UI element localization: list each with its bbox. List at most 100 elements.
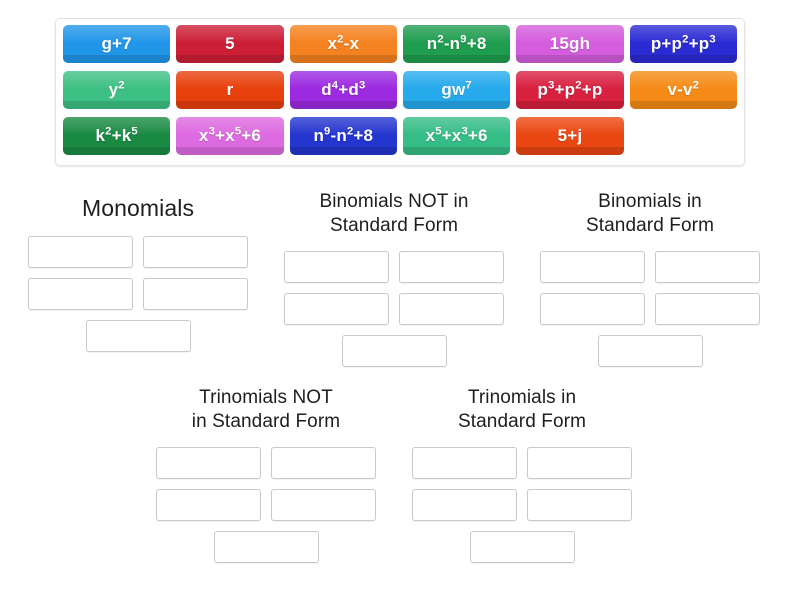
draggable-tile[interactable]: g+7 bbox=[63, 25, 171, 63]
drop-slot[interactable] bbox=[284, 292, 389, 325]
slot-row bbox=[534, 288, 766, 330]
tile-label: y2 bbox=[108, 79, 125, 99]
drop-slot[interactable] bbox=[143, 235, 248, 268]
slots-monomials bbox=[22, 231, 254, 357]
tile-label: gw7 bbox=[441, 79, 472, 99]
group-title-line: Binomials in bbox=[598, 191, 702, 212]
draggable-tile[interactable]: 15gh bbox=[516, 25, 624, 63]
tile-label: g+7 bbox=[101, 34, 132, 53]
tile-label: n9-n2+8 bbox=[313, 125, 374, 145]
slot-row bbox=[406, 442, 638, 484]
drop-slot[interactable] bbox=[399, 292, 504, 325]
tile-slot-empty bbox=[630, 117, 737, 155]
tile-label: p3+p2+p bbox=[537, 79, 603, 99]
slots-binomials-not-standard bbox=[278, 246, 510, 372]
drop-slot[interactable] bbox=[28, 277, 133, 310]
tile-label: 5 bbox=[225, 34, 235, 53]
tile-label: n2-n9+8 bbox=[426, 33, 487, 53]
slot-row bbox=[150, 526, 382, 568]
drop-slot[interactable] bbox=[412, 446, 517, 479]
drop-slot[interactable] bbox=[271, 488, 376, 521]
group-title-line: in Standard Form bbox=[191, 410, 341, 432]
draggable-tile[interactable]: p+p2+p3 bbox=[629, 25, 738, 63]
draggable-tile[interactable]: x5+x3+6 bbox=[402, 117, 511, 155]
tile-bank: g+7 5 x2-x n2-n9+8 15gh p+p2+p3 y2 r d4+d3 gw7 p3+… bbox=[55, 18, 745, 166]
tile-label: k2+k5 bbox=[95, 125, 138, 145]
draggable-tile[interactable]: p3+p2+p bbox=[516, 71, 624, 109]
drop-slot[interactable] bbox=[213, 530, 319, 563]
draggable-tile[interactable]: y2 bbox=[63, 71, 171, 109]
slot-row bbox=[278, 330, 510, 372]
slots-trinomials-standard bbox=[406, 442, 638, 568]
tile-label: p+p2+p3 bbox=[650, 33, 716, 53]
slot-row bbox=[406, 484, 638, 526]
group-title-line: Standard Form bbox=[457, 410, 587, 432]
drop-slot[interactable] bbox=[469, 530, 575, 563]
tile-label: x3+x5+6 bbox=[198, 125, 262, 145]
slot-row bbox=[150, 484, 382, 526]
slot-row bbox=[534, 330, 766, 372]
draggable-tile[interactable]: n9-n2+8 bbox=[289, 117, 398, 155]
slots-binomials-standard bbox=[534, 246, 766, 372]
drop-slot[interactable] bbox=[143, 277, 248, 310]
drop-slot[interactable] bbox=[399, 250, 504, 283]
draggable-tile[interactable]: r bbox=[176, 71, 284, 109]
drop-slot[interactable] bbox=[284, 250, 389, 283]
drop-slot[interactable] bbox=[655, 292, 760, 325]
slot-row bbox=[22, 273, 254, 315]
tile-label: x5+x3+6 bbox=[425, 125, 488, 145]
drop-slot[interactable] bbox=[540, 292, 645, 325]
slot-row bbox=[22, 231, 254, 273]
drop-slot[interactable] bbox=[341, 334, 447, 367]
group-title-line: Binomials NOT in bbox=[319, 191, 469, 212]
slot-row bbox=[22, 315, 254, 357]
tile-label: x2-x bbox=[327, 33, 360, 53]
draggable-tile[interactable]: gw7 bbox=[402, 71, 511, 109]
tile-label: d4+d3 bbox=[321, 79, 366, 99]
drop-slot[interactable] bbox=[655, 250, 760, 283]
drop-slot[interactable] bbox=[597, 334, 703, 367]
slot-row bbox=[278, 288, 510, 330]
slot-row bbox=[150, 442, 382, 484]
drop-slot[interactable] bbox=[28, 235, 133, 268]
draggable-tile[interactable]: x2-x bbox=[289, 25, 398, 63]
drop-slot[interactable] bbox=[412, 488, 517, 521]
tile-row: k2+k5 x3+x5+6 n9-n2+8 x5+x3+6 5+j bbox=[60, 116, 740, 158]
slot-row bbox=[406, 526, 638, 568]
draggable-tile[interactable]: 5+j bbox=[516, 117, 624, 155]
drop-slot[interactable] bbox=[527, 488, 632, 521]
draggable-tile[interactable]: x3+x5+6 bbox=[176, 117, 284, 155]
draggable-tile[interactable]: k2+k5 bbox=[63, 117, 171, 155]
slot-row bbox=[278, 246, 510, 288]
draggable-tile[interactable]: d4+d3 bbox=[289, 71, 398, 109]
tile-row: y2 r d4+d3 gw7 p3+p2+p v-v2 bbox=[60, 70, 740, 112]
group-title-line: Monomials bbox=[81, 195, 195, 221]
drop-slot[interactable] bbox=[271, 446, 376, 479]
group-monomials: Monomials bbox=[22, 194, 254, 357]
tile-label: v-v2 bbox=[667, 79, 700, 99]
group-title-line: Trinomials in bbox=[467, 387, 577, 408]
tile-label: r bbox=[226, 80, 234, 99]
drop-slot[interactable] bbox=[85, 319, 191, 352]
drop-slot[interactable] bbox=[156, 446, 261, 479]
draggable-tile[interactable]: n2-n9+8 bbox=[402, 25, 511, 63]
tile-label: 5+j bbox=[557, 126, 583, 145]
draggable-tile[interactable]: 5 bbox=[176, 25, 284, 63]
drop-slot[interactable] bbox=[540, 250, 645, 283]
group-title-line: Trinomials NOT bbox=[199, 387, 333, 408]
group-title-monomials: Monomials bbox=[22, 194, 254, 223]
slots-trinomials-not-standard bbox=[150, 442, 382, 568]
drop-slot[interactable] bbox=[527, 446, 632, 479]
tile-label: 15gh bbox=[549, 34, 591, 53]
tile-row: g+7 5 x2-x n2-n9+8 15gh p+p2+p3 bbox=[60, 24, 740, 66]
draggable-tile[interactable]: v-v2 bbox=[629, 71, 738, 109]
drop-slot[interactable] bbox=[156, 488, 261, 521]
